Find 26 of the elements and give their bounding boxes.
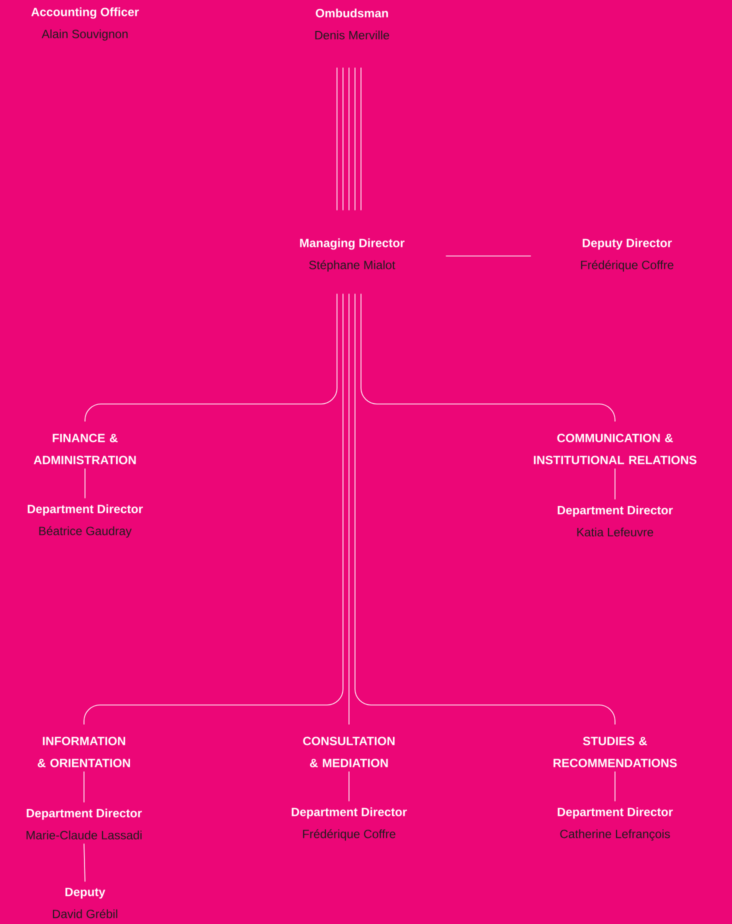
connector-line — [614, 468, 616, 500]
department-heading: STUDIES & RECOMMENDATIONS — [554, 736, 677, 768]
role-label: Department Director Catherine Lefrançois — [558, 807, 673, 841]
connector-line — [336, 67, 362, 211]
connector-line — [84, 293, 344, 725]
connector-line — [348, 293, 350, 725]
connector-line — [84, 468, 86, 499]
department-heading: CONSULTATION & MEDIATION — [303, 736, 395, 768]
connector-line — [84, 293, 338, 422]
department-heading: INFORMATION & ORIENTATION — [38, 736, 130, 768]
role-label: Department Director Katia Lefeuvre — [558, 506, 673, 536]
connector-line — [614, 771, 616, 802]
role-label: Deputy Director Frédérique Coffre — [581, 238, 674, 272]
role-label: Accounting Officer Alain Souvignon — [31, 7, 139, 41]
role-label: Ombudsman Denis Merville — [315, 8, 390, 40]
department-heading: FINANCE & ADMINISTRATION — [34, 434, 136, 464]
role-label: Department Director Marie-Claude Lassadi — [26, 808, 142, 840]
role-label: Department Director Frédérique Coffre — [292, 807, 407, 841]
role-label: Deputy David Grébil — [52, 888, 118, 918]
department-heading: COMMUNICATION & INSTITUTIONAL RELATIONS — [534, 434, 696, 464]
role-label: Department Director Béatrice Gaudray — [28, 504, 143, 538]
connector-line — [348, 771, 350, 802]
role-label: Managing Director Stéphane Mialot — [300, 238, 404, 272]
connector-line — [354, 293, 616, 725]
connector-line — [360, 293, 616, 422]
connector-line — [84, 843, 86, 882]
